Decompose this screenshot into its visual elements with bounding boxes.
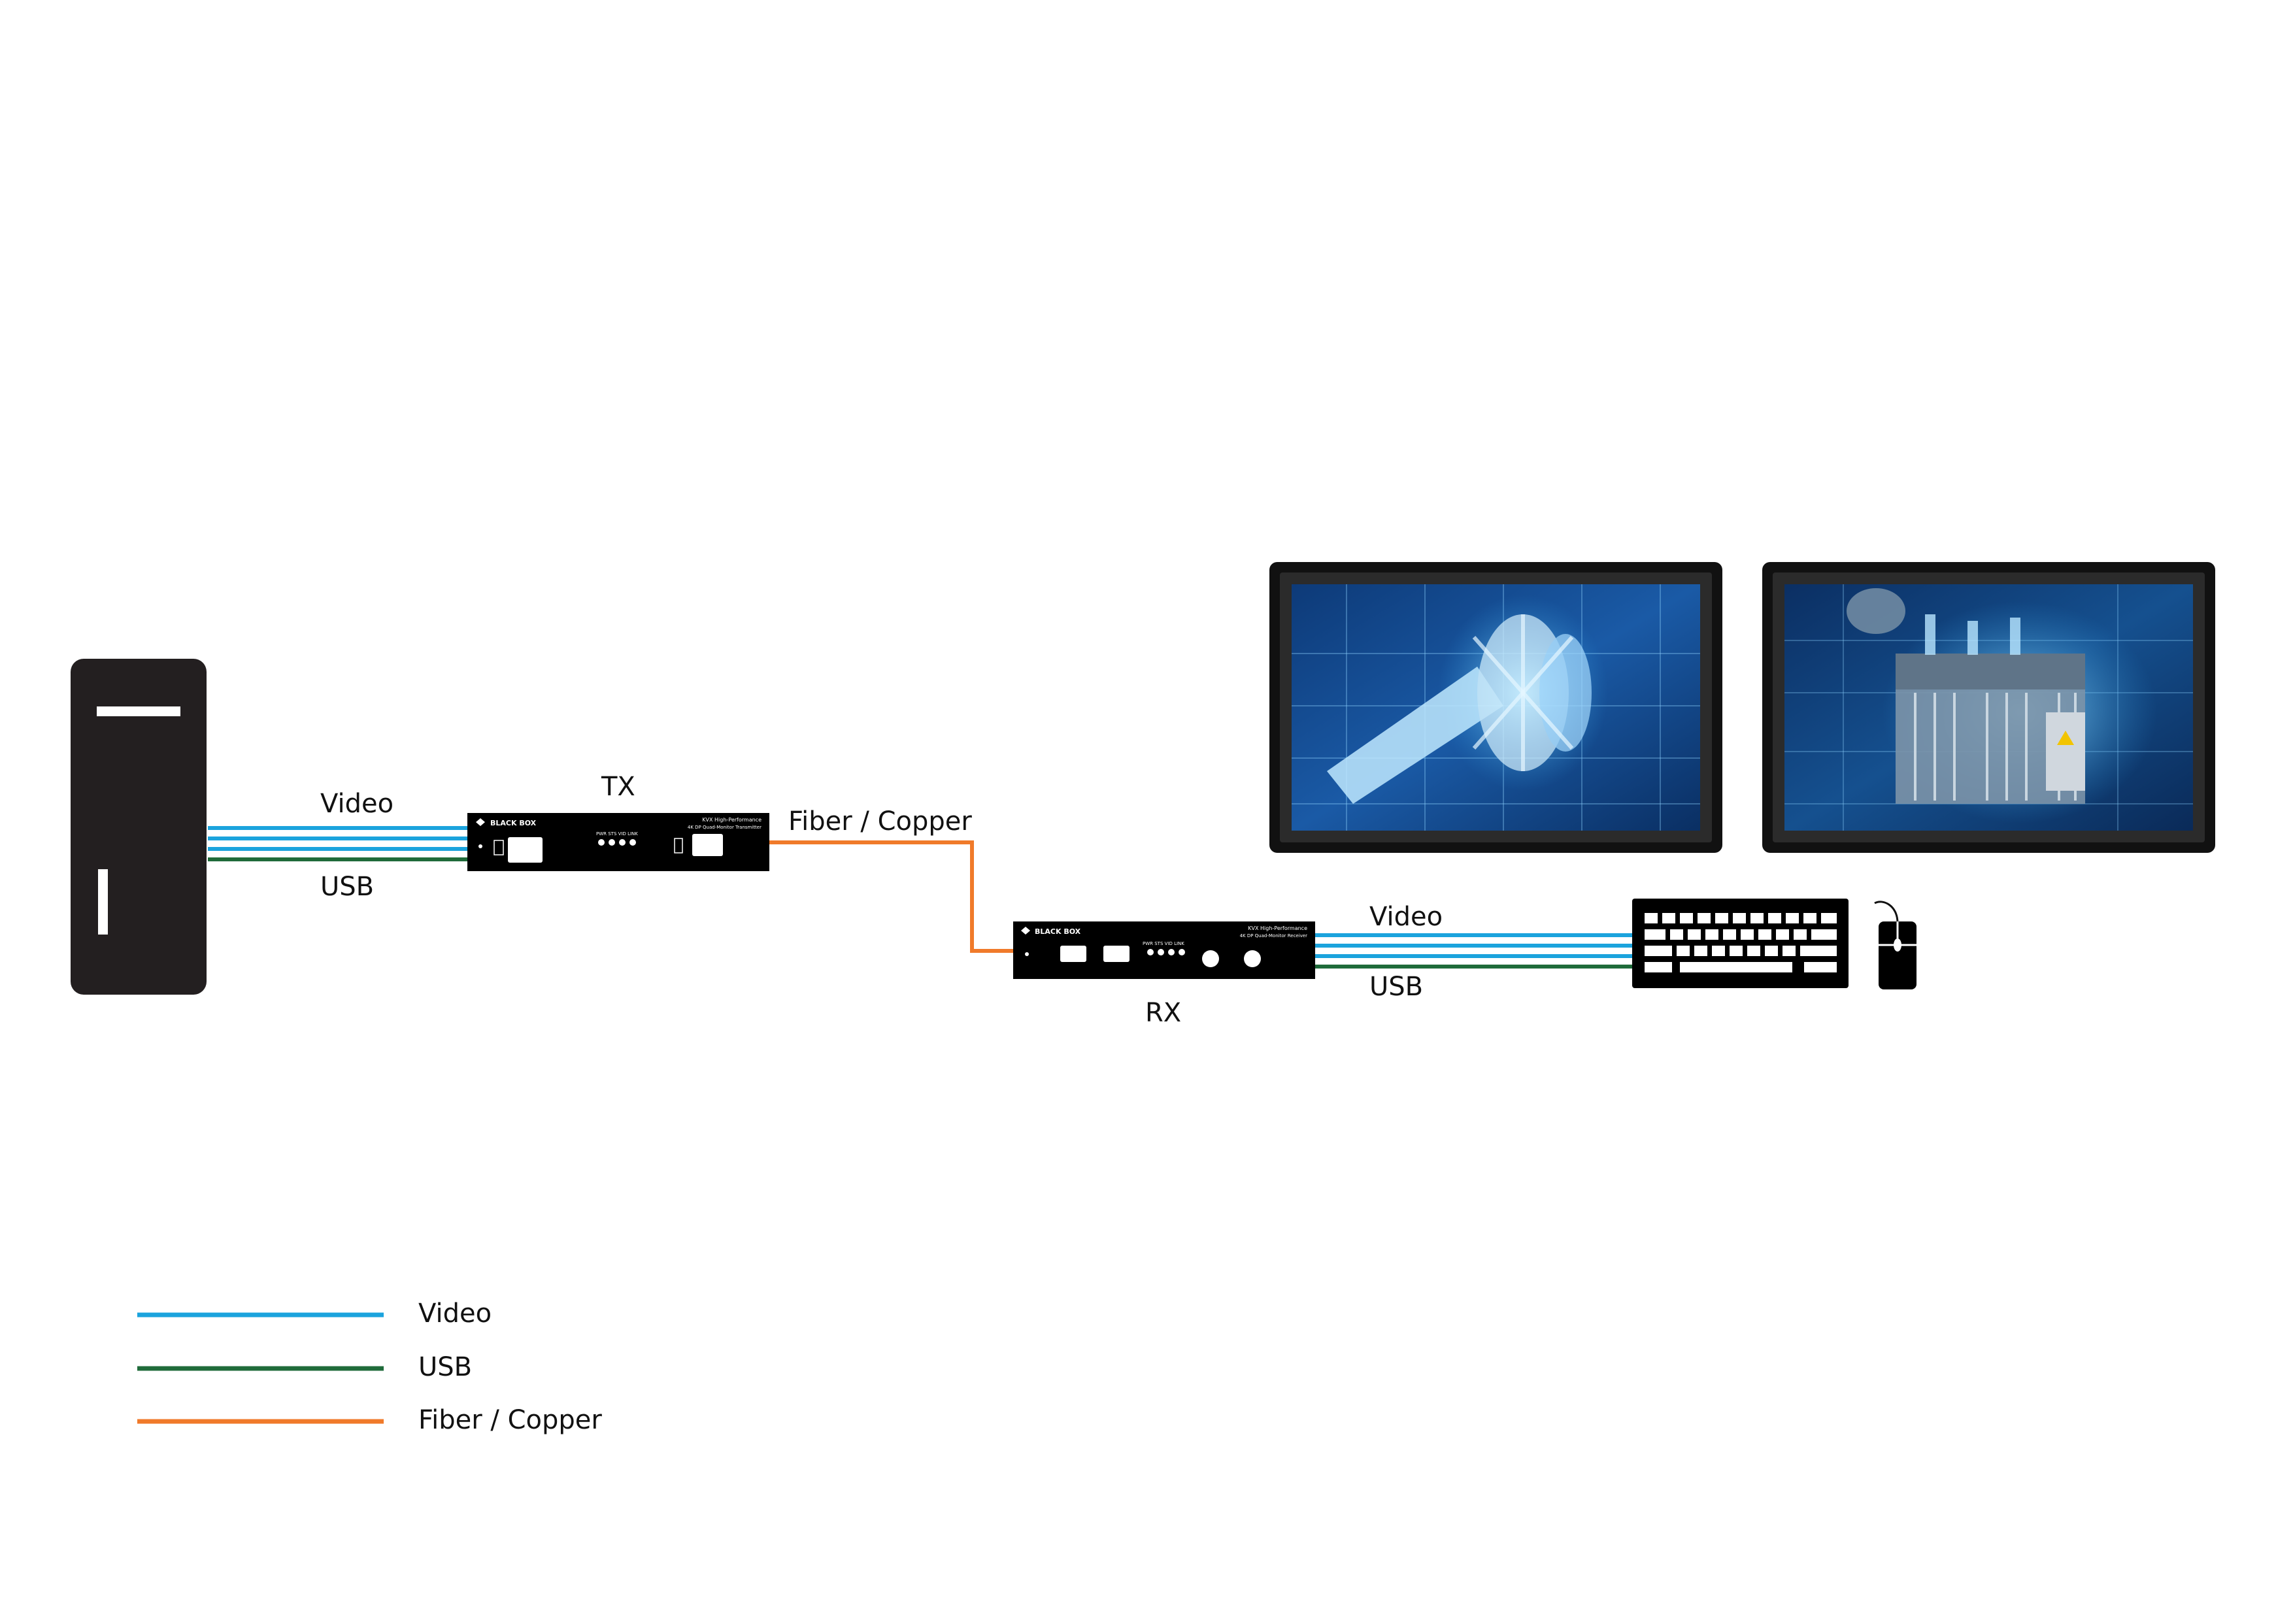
usb-port-icon [494,840,504,855]
headphone-jack-icon [1244,950,1261,967]
video-label-left: Video [320,789,394,819]
computer-tower-icon [71,659,207,995]
usb-label-right: USB [1369,972,1424,1002]
rx-model-line1: KVX High-Performance [1248,925,1307,931]
tx-brand: BLACK BOX [490,819,537,827]
legend-video-label: Video [418,1299,492,1329]
video-label-right: Video [1369,902,1443,932]
cables [208,826,1632,969]
tx-led-labels: PWR STS VID LINK [596,831,638,837]
rx-port-1 [1060,946,1086,962]
usb-port-icon [674,838,683,853]
fiber-copper-cable [769,840,1013,953]
legend [137,1312,384,1424]
tx-port-2 [692,834,723,856]
tx-model-line1: KVX High-Performance [702,817,762,823]
rx-brand: BLACK BOX [1035,927,1081,936]
legend-fiber-copper-label: Fiber / Copper [418,1405,602,1435]
keyboard-icon [1632,899,1849,988]
rx-device: BLACK BOX PWR STS VID LINK KVX High-Perf… [1013,921,1315,979]
monitor-turbine-icon [1269,562,1722,853]
mouse-icon [1874,901,1916,989]
tx-device: BLACK BOX PWR STS VID LINK KVX High-Perf… [467,813,769,871]
tx-port-1 [508,837,543,863]
microphone-jack-icon [1202,950,1219,967]
tx-label: TX [601,772,635,802]
rx-port-2 [1103,946,1130,962]
warning-icon [2057,731,2074,745]
usb-label-left: USB [320,872,375,902]
fiber-copper-label: Fiber / Copper [788,806,972,837]
brand-logo-icon [1021,927,1030,935]
monitor-transformer-icon [1762,562,2215,853]
rx-led-labels: PWR STS VID LINK [1143,941,1184,946]
rx-model-line2: 4K DP Quad-Monitor Receiver [1240,933,1308,938]
rx-label: RX [1145,998,1182,1028]
legend-usb-label: USB [418,1352,473,1382]
brand-logo-icon [476,818,485,826]
tx-model-line2: 4K DP Quad-Monitor Transmitter [688,825,762,830]
